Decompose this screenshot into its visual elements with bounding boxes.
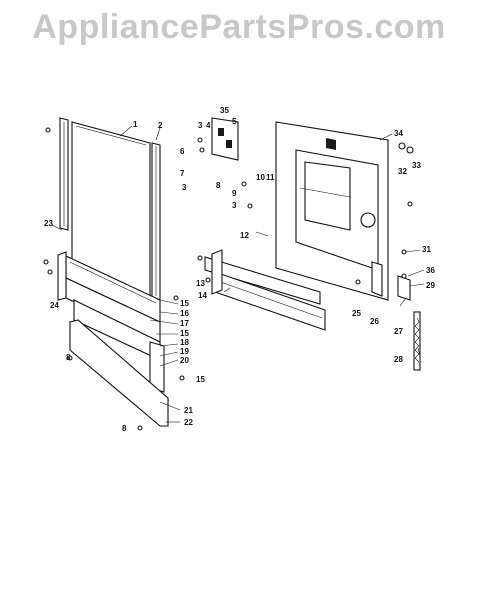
part-label: 5 (232, 117, 237, 126)
part-label: 32 (398, 167, 407, 176)
part-label: 6 (180, 147, 185, 156)
part-label: 16 (180, 309, 189, 318)
lower-rail-assembly (73, 299, 165, 393)
part-label: 36 (426, 266, 435, 275)
part-label: 25 (352, 309, 361, 318)
part-label: 8 (122, 424, 127, 433)
part-label: 14 (198, 291, 207, 300)
part-label: 18 (180, 338, 189, 347)
part-label: 28 (394, 355, 403, 364)
right-hinge-assembly (371, 261, 421, 371)
part-label: 22 (184, 418, 193, 427)
part-label: 11 (266, 173, 275, 182)
part-label: 10 (256, 173, 265, 182)
part-label: 17 (180, 319, 189, 328)
part-label: 15 (180, 299, 189, 308)
part-label: 3 (182, 183, 187, 192)
inner-door-liner (275, 121, 389, 301)
part-label: 29 (426, 281, 435, 290)
part-label: 15 (180, 329, 189, 338)
part-label: 33 (412, 161, 421, 170)
part-label: 15 (196, 375, 205, 384)
part-label: 34 (394, 129, 403, 138)
part-label: 12 (240, 231, 249, 240)
part-label: 21 (184, 406, 193, 415)
latch-housing (211, 117, 239, 161)
left-bracket (57, 251, 67, 301)
left-side-trim (59, 117, 69, 231)
door-spring (414, 317, 420, 363)
part-label: 35 (220, 106, 229, 115)
part-label: 8 (66, 353, 71, 362)
part-label: 3 (198, 121, 203, 130)
part-label: 27 (394, 327, 403, 336)
kick-plate-rail (68, 319, 170, 427)
fastener-screws (43, 127, 414, 431)
part-label: 20 (180, 356, 189, 365)
part-label: 4 (206, 121, 211, 130)
part-number-labels: 1 2 3 4 35 5 6 7 3 8 10 11 9 3 34 33 32 … (44, 106, 435, 433)
part-label: 2 (158, 121, 163, 130)
right-side-trim (151, 142, 161, 301)
part-label: 7 (180, 169, 185, 178)
part-label: 26 (370, 317, 379, 326)
leader-lines (51, 125, 425, 423)
part-label: 1 (133, 120, 138, 129)
part-label: 31 (422, 245, 431, 254)
part-label: 9 (232, 189, 237, 198)
part-label: 19 (180, 347, 189, 356)
part-label: 23 (44, 219, 53, 228)
center-rail-assembly (204, 249, 326, 331)
part-label: 8 (216, 181, 221, 190)
site-watermark: AppliancePartsPros.com (32, 8, 446, 46)
part-label: 24 (50, 301, 59, 310)
part-label: 13 (196, 279, 205, 288)
part-label: 3 (232, 201, 237, 210)
